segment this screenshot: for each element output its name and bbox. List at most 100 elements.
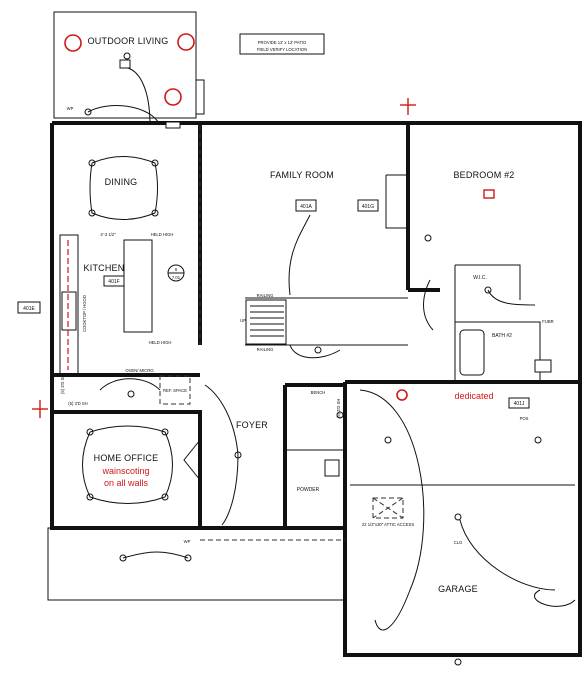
railing-bottom-label: RAILING (257, 347, 274, 352)
held-high-top: HELD HIGH (151, 232, 174, 237)
room-bath-2: BATH #2 (492, 333, 512, 339)
walls (47, 11, 582, 657)
tag-box (508, 397, 530, 409)
family-wire (288, 214, 311, 296)
kitchen-wire (99, 378, 161, 391)
garage-wire (459, 519, 556, 591)
ref-space-label: REF. SPACE (163, 388, 187, 393)
tags: 401A 401G 401E 401F 401J 6 7.01 (17, 33, 530, 409)
kitchen-counter (59, 234, 79, 376)
room-home-office: HOME OFFICE (94, 453, 159, 463)
fubr-label: FUBR (542, 319, 553, 324)
ref-space-box (159, 375, 191, 405)
tag-box (103, 275, 125, 287)
oven-micro-label: OVEN/ MICRO. (125, 368, 154, 373)
railing-top-label: RAILING (257, 293, 274, 298)
pos-label: POS (520, 416, 529, 421)
foyer-wire (204, 384, 239, 456)
tag-401a: 401A (300, 204, 312, 210)
labels: OUTDOOR LIVING PROVIDE 12' x 12' PATIO F… (60, 36, 554, 594)
tag-box (295, 199, 317, 212)
room-dining: DINING (105, 177, 138, 187)
foyer-jog (183, 439, 201, 481)
junction-box-icon (119, 59, 131, 69)
wic-wire (487, 289, 536, 306)
bathtub-icon (459, 329, 485, 376)
patio-wire (87, 105, 161, 126)
shelves-label-b: (5) 3'D SH (68, 401, 87, 406)
office-wall (52, 410, 202, 528)
garage-wire (359, 389, 425, 631)
ceiling-light-icon (424, 234, 432, 242)
smoke-detector-icon (396, 389, 408, 401)
garage-wire (534, 589, 576, 607)
smoke-detector-icon (164, 88, 182, 106)
wic-wall (455, 264, 521, 300)
patio-note-box (239, 33, 325, 55)
tag-box (17, 301, 41, 314)
garage-walls (343, 382, 582, 657)
fireplace-nook (385, 174, 408, 229)
patio-note-line1: PROVIDE 12' x 12' PATIO (258, 40, 307, 45)
tag-401j: 401J (514, 401, 525, 407)
lighting (84, 52, 552, 666)
ceiling-light-icon (534, 436, 542, 444)
room-family-room: FAMILY ROOM (270, 170, 334, 180)
patio-post (195, 79, 205, 115)
bench-label: BENCH (311, 390, 326, 395)
held-high-bottom: HELD HIGH (149, 340, 172, 345)
room-kitchen: KITCHEN (84, 263, 125, 273)
tag-401f: 401F (108, 279, 119, 285)
bath-sink-icon (534, 359, 552, 373)
room-wic: W.I.C. (473, 275, 487, 281)
foyer-wire (221, 454, 239, 526)
room-garage: GARAGE (438, 584, 478, 594)
front-porch-outline (47, 527, 347, 601)
callout-number: 6 (175, 267, 178, 272)
wainscoting-note-line2: on all walls (104, 478, 149, 488)
attic-diagonal (372, 497, 404, 519)
ceiling-light-icon (336, 411, 344, 419)
patio-note-line2: FIELD VERIFY LOCATION (257, 47, 307, 52)
porch-wire (122, 551, 189, 559)
red-fixtures (32, 33, 495, 418)
shelves-label-c: (5) 3'D SH (336, 399, 341, 418)
outdoor-living-outline (53, 11, 197, 119)
tag-box (357, 199, 379, 212)
cooktop (61, 291, 77, 331)
attic-access-label: 22 1/2"x30" ATTIC ACCESS (362, 522, 414, 527)
powder-wall (283, 383, 345, 528)
dining-circuit (89, 156, 158, 220)
exhaust-fan-icon (483, 189, 495, 199)
wiring (82, 67, 576, 631)
ceiling-light-icon (127, 390, 135, 398)
tag-401g: 401G (362, 204, 374, 210)
dedicated-note: dedicated (454, 391, 493, 401)
stair-up-label: UP (240, 318, 246, 323)
stair (245, 299, 287, 345)
ceiling-light-icon (123, 52, 131, 60)
wp-label-bottom: WP (184, 539, 191, 544)
room-bedroom-2: BEDROOM #2 (453, 170, 514, 180)
office-circuit (82, 425, 173, 504)
room-outdoor-living: OUTDOOR LIVING (88, 36, 169, 46)
sink-icon (324, 459, 340, 477)
shelves-label-a: (5) 3'D SH (60, 375, 65, 394)
clg-label: CLG (454, 540, 463, 545)
ceiling-light-icon (454, 513, 462, 521)
outlet-icon (165, 121, 181, 129)
bedroom-wire (423, 279, 434, 331)
room-powder: POWDER (297, 487, 320, 493)
attic-access (372, 497, 404, 519)
tag-401e: 401E (23, 306, 35, 312)
wp-label-left: WP (67, 106, 74, 111)
ceiling-light-icon (314, 346, 322, 354)
smoke-detector-icon (64, 34, 82, 52)
cooktop-hood-label: COOKTOP / HOOD (82, 295, 87, 332)
patio-wire (127, 67, 151, 126)
railing-wire (289, 344, 341, 359)
callout-sheet: 7.01 (172, 275, 181, 280)
smoke-detector-icon (177, 33, 195, 51)
